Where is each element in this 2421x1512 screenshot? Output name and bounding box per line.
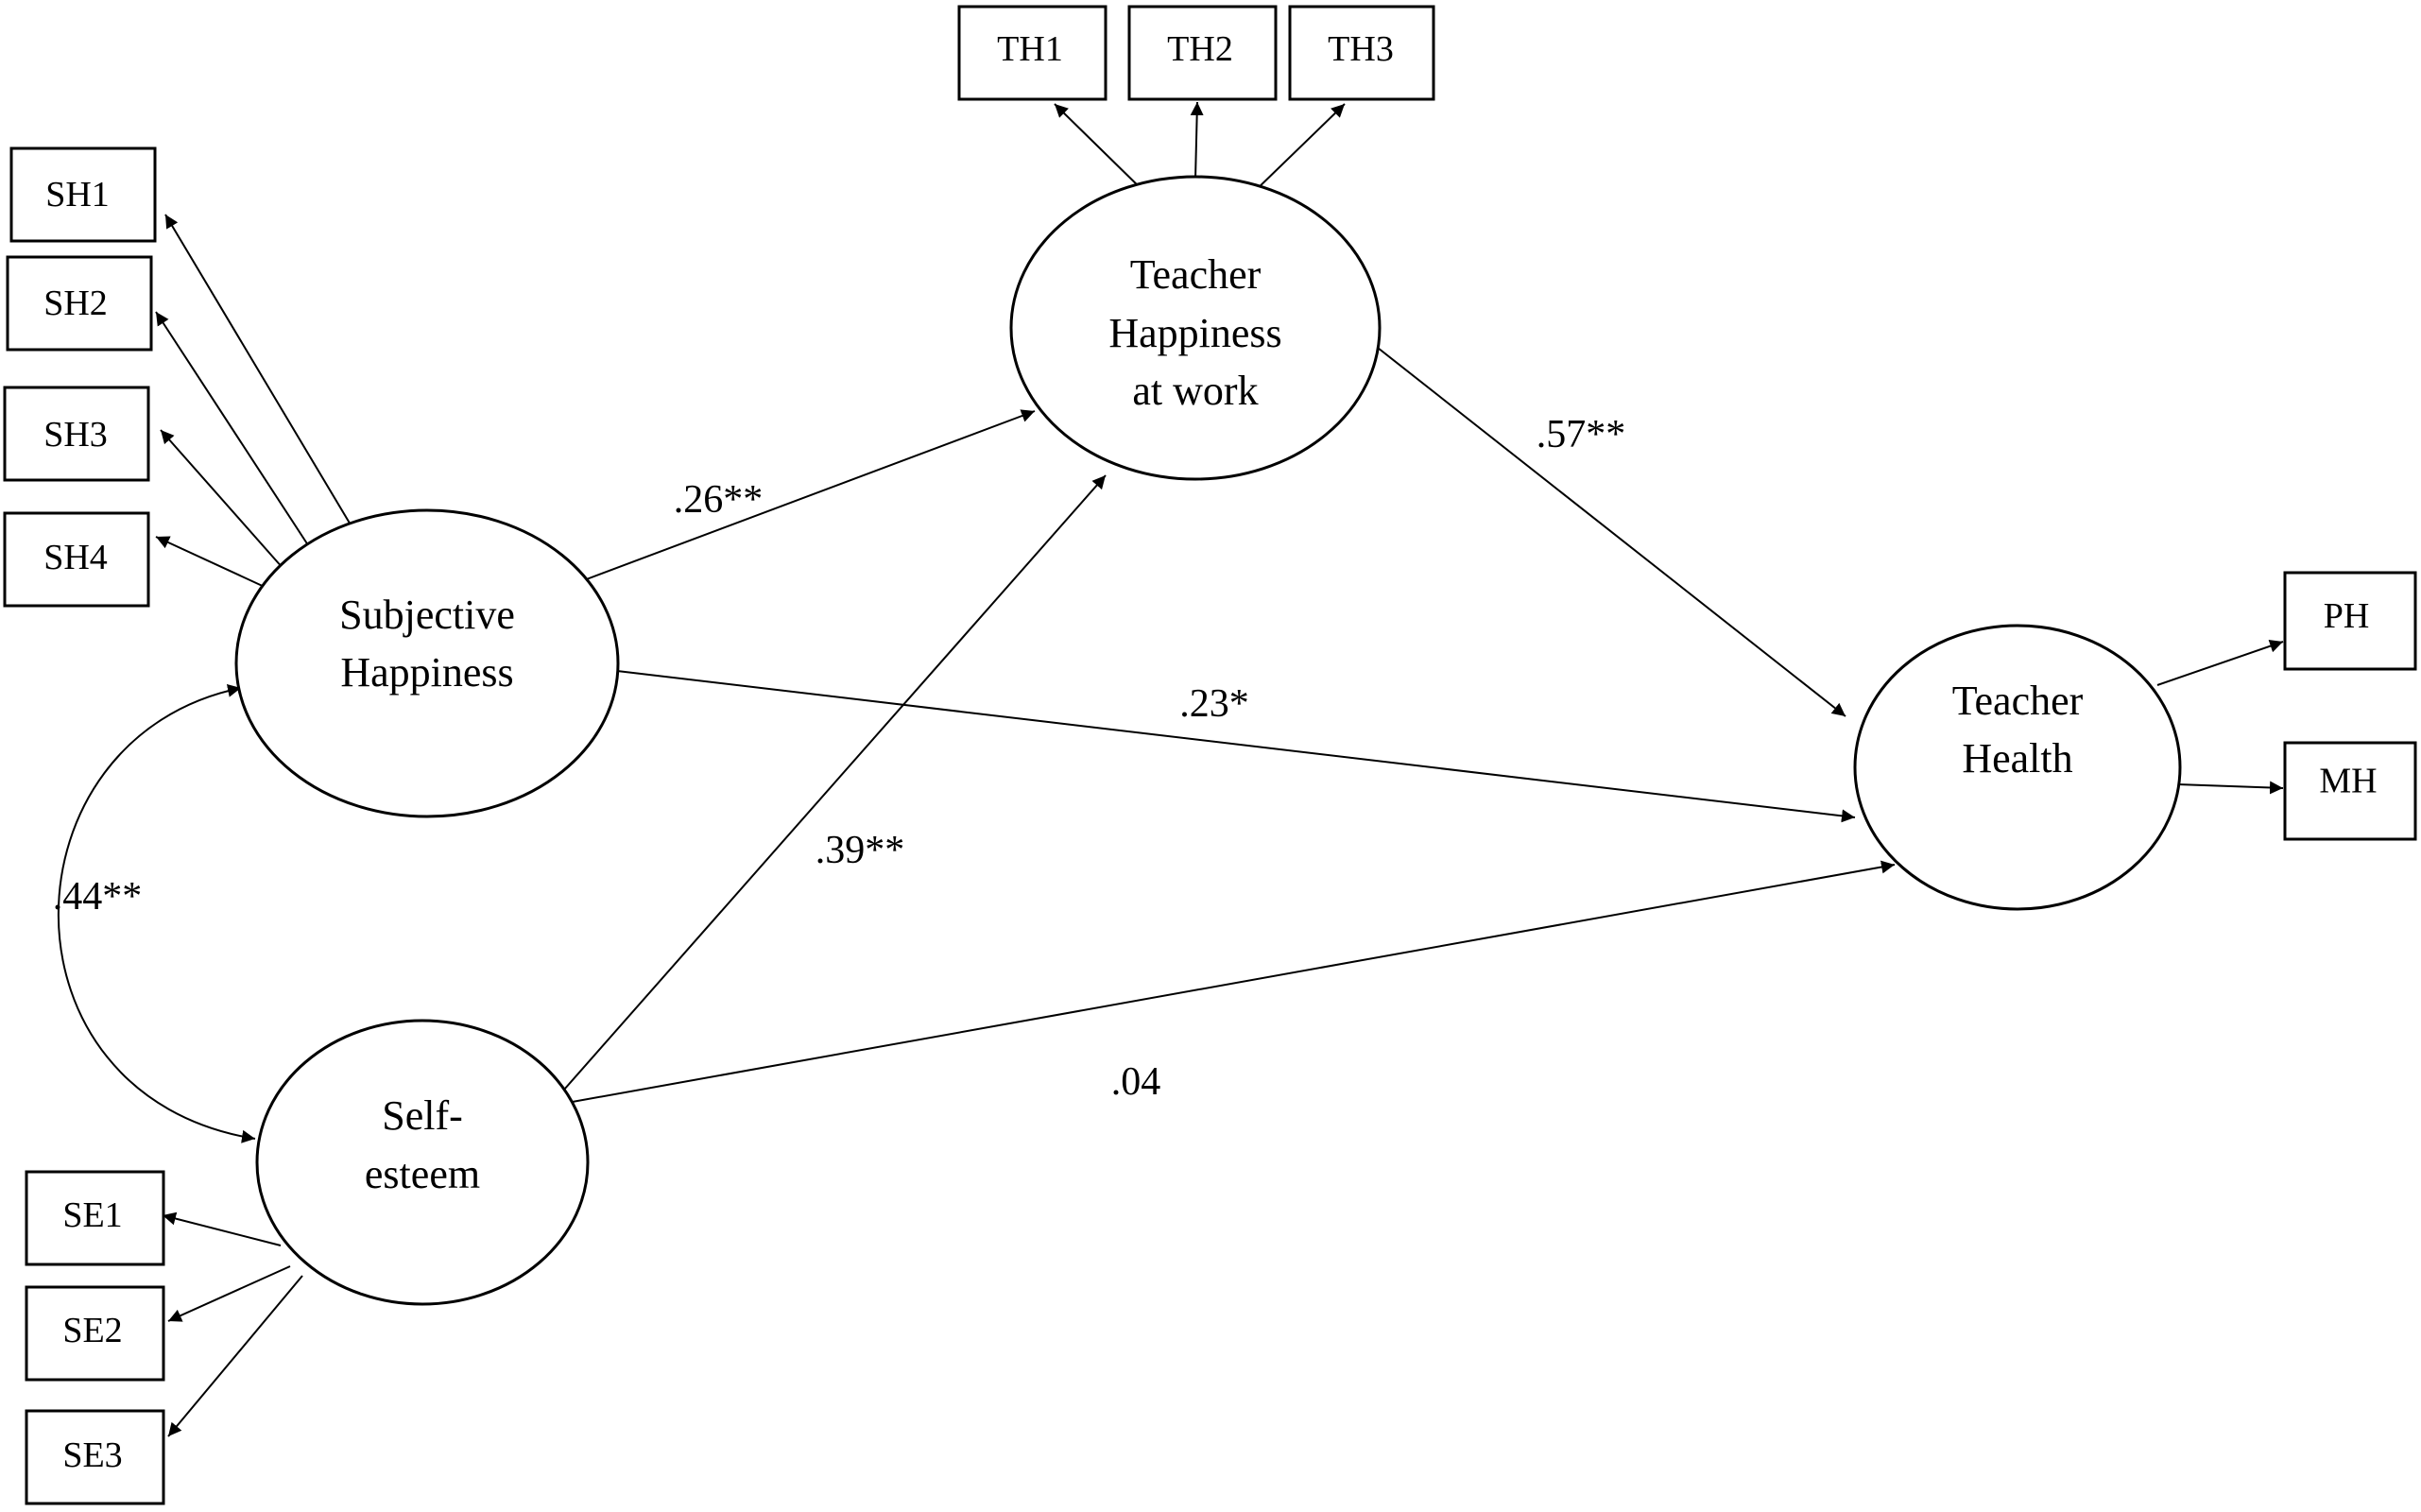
indicator-mh-label: MH <box>2319 762 2377 801</box>
coef-sh-to-th: .26** <box>674 478 764 522</box>
indicator-boxes: SH1 SH2 SH3 SH4 TH1 TH2 TH3 SE1 <box>3 5 2417 1505</box>
indicator-se1: SE1 <box>25 1170 165 1266</box>
arrow-health-to-mh <box>2176 781 2284 795</box>
indicator-se2-label: SE2 <box>62 1311 122 1350</box>
paths <box>58 101 2284 1437</box>
latent-self-esteem: Self- esteem <box>255 1019 590 1306</box>
coef-sh-to-health: .23* <box>1179 682 1249 726</box>
arrow-sh-to-sh2 <box>155 311 313 552</box>
indicator-se3: SE3 <box>25 1409 165 1505</box>
indicator-sh3-label: SH3 <box>43 415 108 455</box>
indicator-sh4-label: SH4 <box>43 538 108 577</box>
latent-subjective-happiness-line2: Happiness <box>340 649 513 696</box>
indicator-sh2: SH2 <box>6 255 153 352</box>
indicator-mh: MH <box>2283 741 2417 841</box>
latent-self-esteem-line2: esteem <box>365 1151 480 1197</box>
arrow-sh-to-sh4 <box>155 536 267 589</box>
arrow-se-to-se1 <box>162 1211 282 1246</box>
coef-sh-se-covariance: .44** <box>53 875 143 919</box>
indicator-sh1: SH1 <box>9 146 157 243</box>
indicator-sh1-label: SH1 <box>45 175 110 215</box>
indicator-ph-label: PH <box>2324 596 2370 636</box>
arrow-se-to-th <box>563 474 1107 1091</box>
latent-self-esteem-line1: Self- <box>382 1092 463 1139</box>
indicator-th1-label: TH1 <box>997 29 1063 69</box>
arrow-th-to-th1 <box>1054 103 1147 195</box>
indicator-th2-label: TH2 <box>1167 29 1233 69</box>
arrow-sh-to-health <box>616 670 1856 823</box>
indicator-th2: TH2 <box>1127 5 1278 101</box>
covariance-sh-se <box>58 683 256 1143</box>
arrow-th-to-th2 <box>1190 101 1204 180</box>
path-coefficients: .26** .57** .23* .39** .44** .04 <box>53 413 1626 1104</box>
arrow-health-to-ph <box>2156 639 2284 686</box>
latent-subjective-happiness: Subjective Happiness <box>234 508 620 818</box>
arrow-se-to-se3 <box>167 1275 303 1437</box>
indicator-th3-label: TH3 <box>1328 29 1394 69</box>
indicator-ph: PH <box>2283 571 2417 671</box>
latent-teacher-happiness: Teacher Happiness at work <box>1009 175 1382 481</box>
indicator-sh2-label: SH2 <box>43 284 108 323</box>
latent-subjective-happiness-line1: Subjective <box>339 592 515 638</box>
arrow-sh-to-sh1 <box>164 214 358 537</box>
arrow-se-to-health <box>566 860 1896 1104</box>
arrow-sh-to-th <box>575 409 1036 584</box>
indicator-sh3: SH3 <box>3 386 150 482</box>
arrow-th-to-health <box>1377 347 1846 717</box>
coef-se-to-health: .04 <box>1111 1060 1161 1104</box>
latent-teacher-health: Teacher Health <box>1853 624 2182 911</box>
latent-variables: Subjective Happiness Self- esteem Teache… <box>234 175 2182 1306</box>
coef-th-to-health: .57** <box>1537 413 1626 456</box>
latent-teacher-happiness-line3: at work <box>1132 368 1258 414</box>
indicator-se2: SE2 <box>25 1285 165 1382</box>
arrow-th-to-th3 <box>1251 103 1346 195</box>
latent-teacher-happiness-line1: Teacher <box>1130 251 1262 298</box>
latent-teacher-health-line2: Health <box>1962 735 2072 782</box>
arrow-se-to-se2 <box>167 1265 291 1322</box>
latent-teacher-health-line1: Teacher <box>1952 678 2084 724</box>
indicator-se1-label: SE1 <box>62 1195 122 1235</box>
arrow-sh-to-sh3 <box>160 429 284 570</box>
indicator-se3-label: SE3 <box>62 1435 122 1475</box>
indicator-sh4: SH4 <box>3 511 150 608</box>
latent-teacher-happiness-line2: Happiness <box>1108 310 1281 356</box>
indicator-th3: TH3 <box>1288 5 1435 101</box>
indicator-th1: TH1 <box>957 5 1107 101</box>
coef-se-to-th: .39** <box>816 829 905 872</box>
